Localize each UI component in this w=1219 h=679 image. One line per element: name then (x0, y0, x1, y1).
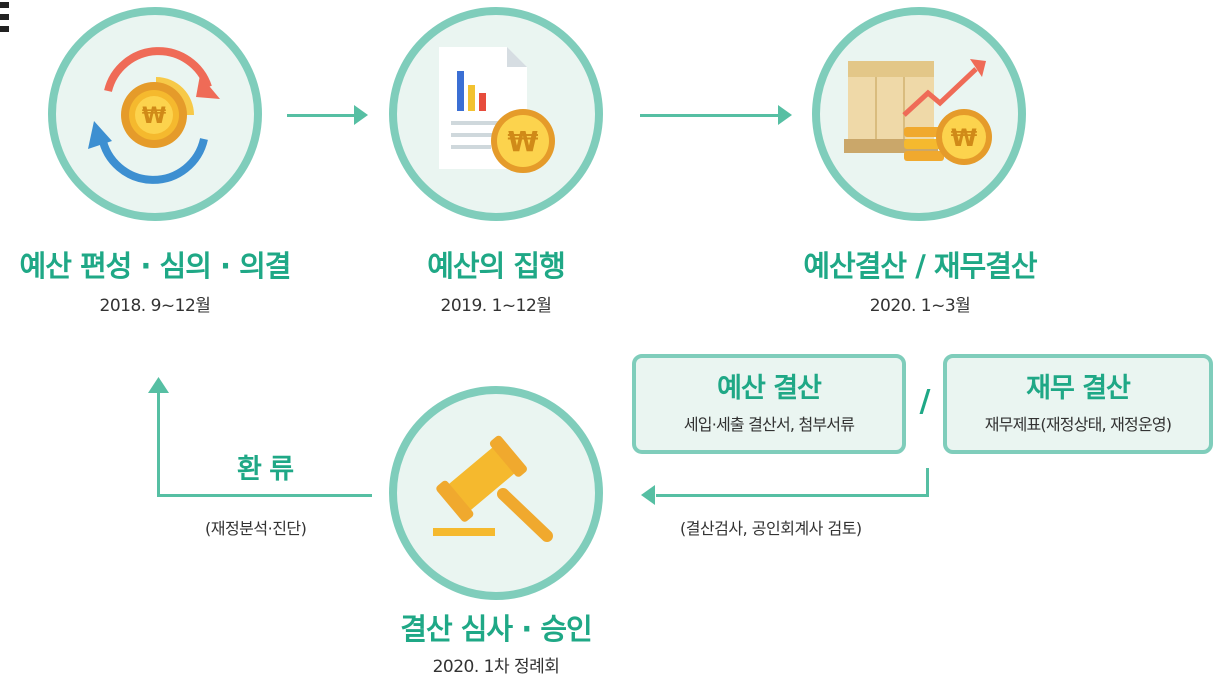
stage4-title: 결산 심사 · 승인 (400, 612, 592, 646)
stage4-period: 2020. 1차 정례회 (432, 657, 560, 677)
ledger-growth-icon: ₩ (844, 59, 992, 165)
financial-settlement-box: 재무 결산 재무제표(재정상태, 재정운영) (943, 354, 1213, 454)
svg-text:₩: ₩ (142, 104, 166, 129)
box-separator: / (919, 384, 931, 419)
gavel-icon (433, 435, 553, 542)
stage3-title: 예산결산 / 재무결산 (803, 249, 1037, 283)
feedback-note: (재정분석·진단) (205, 519, 307, 538)
budget-cycle-icon: ₩ (88, 47, 220, 184)
financial-settlement-title: 재무 결산 (1026, 373, 1131, 404)
review-connector-vertical (926, 468, 929, 496)
arrow1-head (354, 105, 368, 125)
financial-settlement-desc: 재무제표(재정상태, 재정운영) (984, 415, 1172, 434)
stage2-period: 2019. 1~12월 (440, 296, 552, 316)
stage1-period: 2018. 9~12월 (99, 296, 211, 316)
arrow2-head (778, 105, 792, 125)
document-coin-icon: ₩ (439, 47, 555, 173)
arrow2-line (640, 114, 780, 117)
budget-settlement-box: 예산 결산 세입·세출 결산서, 첨부서류 (632, 354, 906, 454)
feedback-arrow-head (148, 377, 169, 393)
stage4-circle (389, 386, 603, 600)
svg-text:₩: ₩ (508, 125, 539, 158)
stage3-period: 2020. 1~3월 (869, 296, 971, 316)
arrow1-line (287, 114, 357, 117)
stage2-title: 예산의 집행 (427, 249, 566, 283)
review-arrow-head (641, 485, 655, 505)
feedback-label: 환 류 (236, 454, 294, 485)
review-connector-horizontal (656, 494, 929, 497)
svg-text:₩: ₩ (951, 124, 978, 152)
stage1-circle (48, 7, 262, 221)
budget-settlement-desc: 세입·세출 결산서, 첨부서류 (683, 415, 855, 434)
feedback-line-vertical (157, 392, 160, 497)
review-note: (결산검사, 공인회계사 검토) (680, 519, 862, 538)
corner-fragment (0, 2, 9, 32)
feedback-line-horizontal (157, 494, 372, 497)
stage1-title: 예산 편성 · 심의 · 의결 (19, 249, 292, 283)
budget-settlement-title: 예산 결산 (717, 373, 822, 404)
